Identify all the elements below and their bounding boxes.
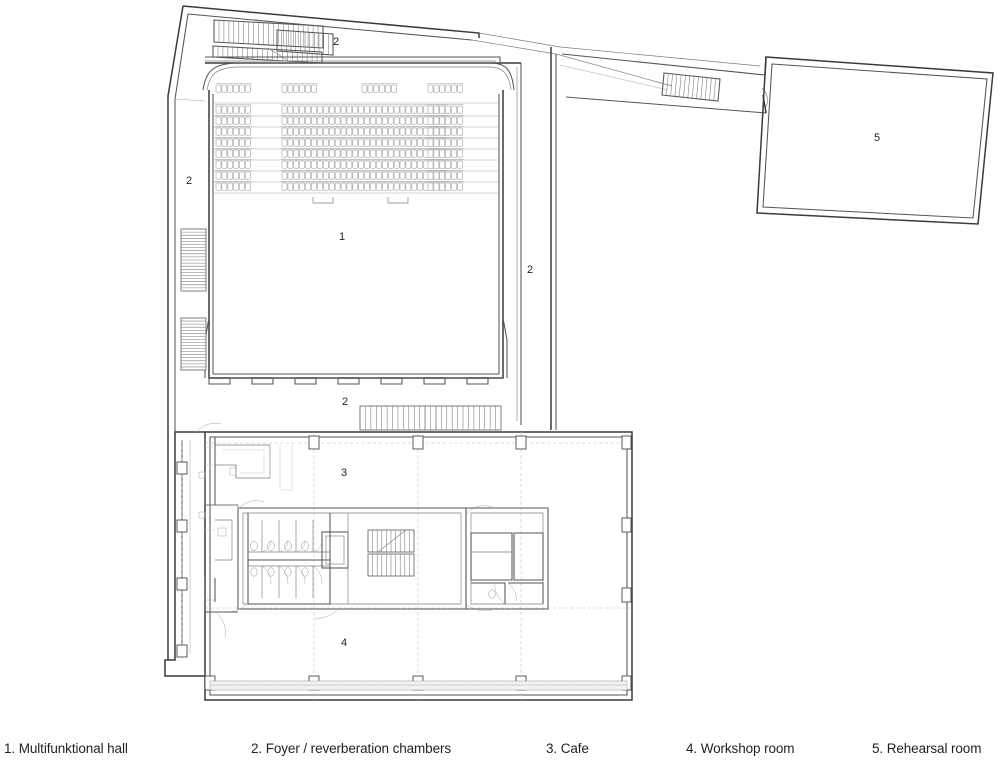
- core-stair-central: [367, 529, 415, 577]
- room-number-3: 3: [341, 467, 347, 479]
- legend-item-5: 5. Rehearsal room: [872, 741, 982, 756]
- stair-treads: [181, 231, 206, 289]
- bridge-stair: [661, 72, 721, 102]
- stair-treads: [218, 20, 319, 48]
- stair-treads: [666, 73, 716, 101]
- multifunctional-hall-block: [202, 47, 557, 430]
- auditorium-seating: [214, 83, 498, 204]
- stair-treads: [372, 554, 410, 576]
- site-outline: [167, 5, 761, 660]
- floor-plan-drawing: 1 2 2 2 2 3 4 5: [164, 5, 994, 701]
- service-core: [223, 500, 493, 619]
- legend-item-2: 2. Foyer / reverberation chambers: [251, 741, 452, 756]
- legend-item-3: 3. Cafe: [546, 741, 589, 756]
- foyer-stair-south: [359, 405, 502, 431]
- legend: 1. Multifunktional hall 2. Foyer / rever…: [0, 730, 1000, 764]
- east-room-cluster: [465, 507, 549, 610]
- room-number-1: 1: [339, 231, 345, 243]
- foyer-stair-north-upper: [213, 19, 324, 49]
- lower-building: [164, 423, 633, 701]
- west-service-rooms: [198, 437, 293, 613]
- entrance-door-swings: [195, 423, 226, 638]
- foyer-stair-north-lower: [212, 45, 323, 64]
- stair-treads: [281, 30, 329, 55]
- room-number-2b: 2: [186, 175, 192, 187]
- foyer-stair-west-lower: [180, 317, 207, 371]
- stair-treads: [181, 320, 206, 368]
- seat-grid: [214, 83, 464, 191]
- room-number-2a: 2: [333, 36, 339, 48]
- room-number-4: 4: [341, 637, 347, 649]
- foyer-stair-west-upper: [180, 228, 207, 292]
- glazed-facade-band: [209, 680, 628, 691]
- room-number-2d: 2: [342, 396, 348, 408]
- legend-item-4: 4. Workshop room: [686, 741, 795, 756]
- bridge-corridor: [559, 53, 768, 114]
- rehearsal-room: [756, 56, 994, 225]
- foyer-stair-north-upper-right: [276, 29, 334, 56]
- room-number-2c: 2: [527, 264, 533, 276]
- stair-treads: [372, 530, 410, 552]
- legend-item-1: 1. Multifunktional hall: [4, 741, 128, 756]
- room-number-labels: 1 2 2 2 2 3 4 5: [186, 36, 880, 649]
- room-number-5: 5: [874, 132, 880, 144]
